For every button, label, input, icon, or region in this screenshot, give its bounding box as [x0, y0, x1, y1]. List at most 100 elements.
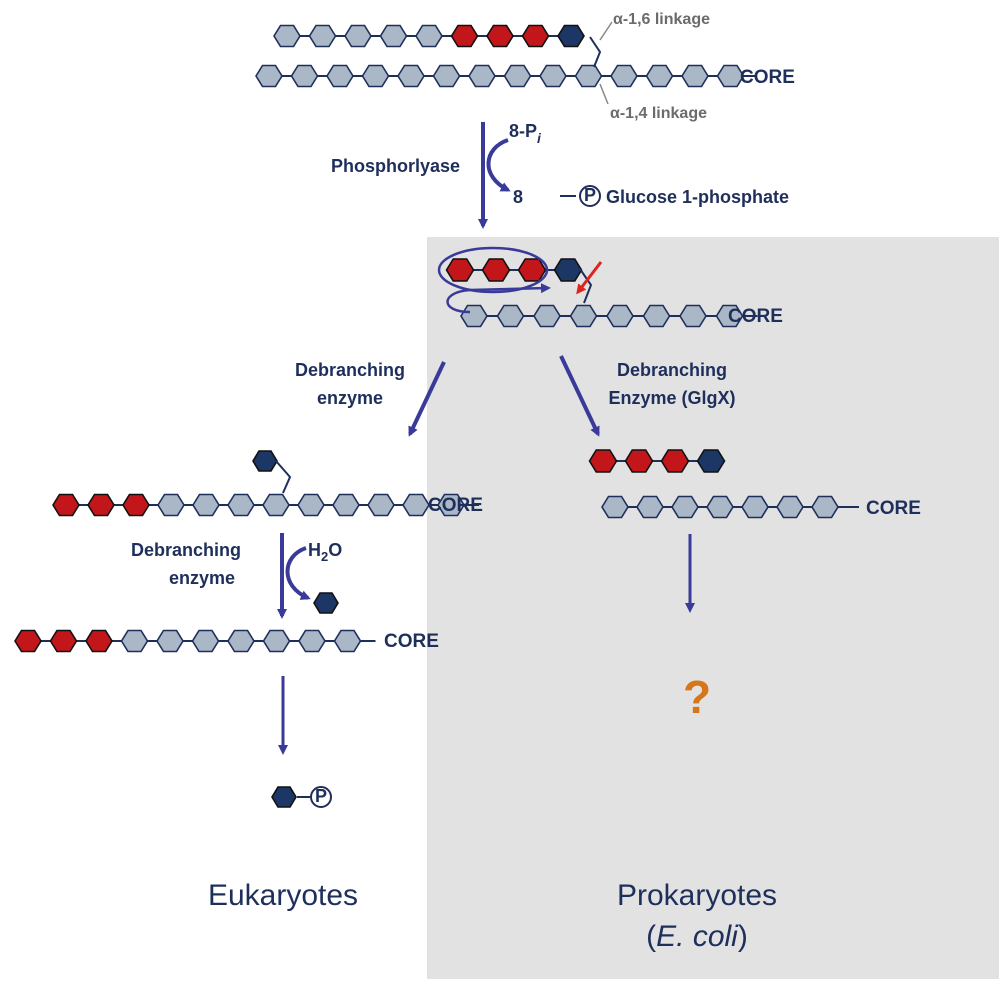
core-label-panel: CORE — [728, 306, 783, 327]
glucose1p-label: Glucose 1-phosphate — [606, 187, 789, 207]
prokaryotes-label: Prokaryotes — [617, 879, 777, 912]
glucose-unit — [344, 24, 372, 48]
red-glucose-unit — [481, 258, 511, 282]
glucose-unit — [367, 493, 395, 517]
glucose-unit — [397, 64, 425, 88]
pi-label: 8-Pi — [509, 121, 542, 146]
eukaryotes-label: Eukaryotes — [208, 879, 358, 912]
glucose-unit — [432, 64, 461, 88]
pi-prefix: 8-P — [509, 121, 537, 141]
glucose-unit — [574, 64, 603, 88]
red-glucose-unit — [14, 629, 42, 653]
red-glucose-unit — [122, 493, 150, 517]
glucose-unit — [227, 629, 255, 653]
glucose-unit — [671, 495, 699, 519]
glucose-unit — [715, 304, 744, 328]
glucose-unit — [262, 629, 291, 653]
glucose-unit — [776, 495, 804, 519]
euk-debranch-label-1: Debranching — [295, 360, 405, 380]
glucose-unit — [402, 493, 430, 517]
glucose-unit — [298, 629, 326, 653]
panel-branch-connector — [579, 268, 593, 304]
glucose-unit — [636, 495, 664, 519]
ecoli-label: (E. coli) — [646, 920, 748, 953]
glucose-unit — [533, 304, 561, 328]
water-label: H2O — [308, 540, 342, 564]
alpha14-label: α-1,4 linkage — [610, 105, 707, 122]
glucose-unit — [468, 64, 496, 88]
phosphate-circle-top — [579, 185, 601, 207]
transfer-ellipse — [437, 246, 549, 294]
glucose-unit — [415, 24, 443, 48]
ecoli-open: ( — [646, 920, 656, 953]
phosphate-curve-arrow — [486, 138, 511, 192]
transfer-loop-arrow — [446, 283, 551, 314]
alpha16-leader — [599, 21, 613, 41]
branch-glucose-unit — [696, 449, 726, 473]
glucose-unit — [333, 629, 362, 653]
pi-subscript: i — [537, 130, 542, 146]
hydrolysis-label-1: Debranching — [131, 540, 241, 560]
euk-debranch-arrow — [408, 361, 446, 437]
water-sub: 2 — [321, 549, 328, 564]
red-glucose-unit — [450, 24, 479, 48]
glucose-unit — [227, 493, 255, 517]
glucose-unit — [437, 493, 465, 517]
red-glucose-unit — [660, 449, 690, 473]
glucose-unit — [681, 64, 709, 88]
water-o: O — [328, 540, 342, 560]
core-label-prok: CORE — [866, 498, 921, 519]
glucose-unit — [741, 495, 769, 519]
euk-branch-connector — [275, 460, 292, 494]
euk-debranch-label-2: enzyme — [317, 388, 383, 408]
core-label-top: CORE — [740, 67, 795, 88]
question-mark: ? — [683, 671, 711, 723]
glucose-unit — [811, 495, 839, 519]
glucose-unit — [601, 495, 629, 519]
top-branch-connector — [589, 36, 602, 68]
glgx-label-2: Enzyme (GlgX) — [608, 388, 735, 408]
glucose-unit — [496, 304, 525, 328]
red-glucose-unit — [49, 629, 78, 653]
branch-glucose-unit — [553, 258, 583, 282]
ecoli-italic: E. coli — [656, 920, 739, 953]
glucose-unit — [361, 64, 390, 88]
glucose-unit — [156, 629, 184, 653]
red-glucose-unit — [85, 629, 113, 653]
core-label-euk1: CORE — [428, 495, 483, 516]
red-glucose-unit — [588, 449, 618, 473]
glucose-unit — [192, 493, 220, 517]
water-curve-arrow — [285, 546, 311, 600]
hydrolysis-label-2: enzyme — [169, 568, 235, 588]
branch-glucose-unit — [557, 24, 585, 48]
glucose-unit — [326, 64, 354, 88]
red-glucose-unit — [445, 258, 475, 282]
water-h: H — [308, 540, 321, 560]
phosphorylase-label: Phosphorlyase — [331, 156, 460, 176]
glucose-unit — [297, 493, 325, 517]
red-glucose-unit — [87, 493, 115, 517]
prok-debranch-arrow — [559, 355, 600, 437]
phosphate-symbol-top: P — [584, 185, 596, 205]
glucose-unit — [679, 304, 707, 328]
glucose-unit — [332, 493, 360, 517]
glucose-unit — [120, 629, 149, 653]
branch-glucose-unit — [313, 592, 339, 614]
glucose-unit — [191, 629, 220, 653]
glucose-unit — [290, 64, 319, 88]
glucose-unit — [716, 64, 745, 88]
glgx-label-1: Debranching — [617, 360, 727, 380]
glucose-unit — [569, 304, 598, 328]
glucose-unit — [460, 304, 488, 328]
phosphate-circle-bottom — [310, 786, 332, 808]
glucose-unit — [606, 304, 634, 328]
red-glucose-unit — [517, 258, 547, 282]
red-glucose-unit — [624, 449, 654, 473]
core-label-euk2: CORE — [384, 631, 439, 652]
glucose-unit — [255, 64, 283, 88]
glucose-unit — [262, 493, 290, 517]
branch-connectors — [275, 36, 602, 494]
branch-glucose-unit — [252, 450, 278, 472]
glucose-unit — [645, 64, 674, 88]
